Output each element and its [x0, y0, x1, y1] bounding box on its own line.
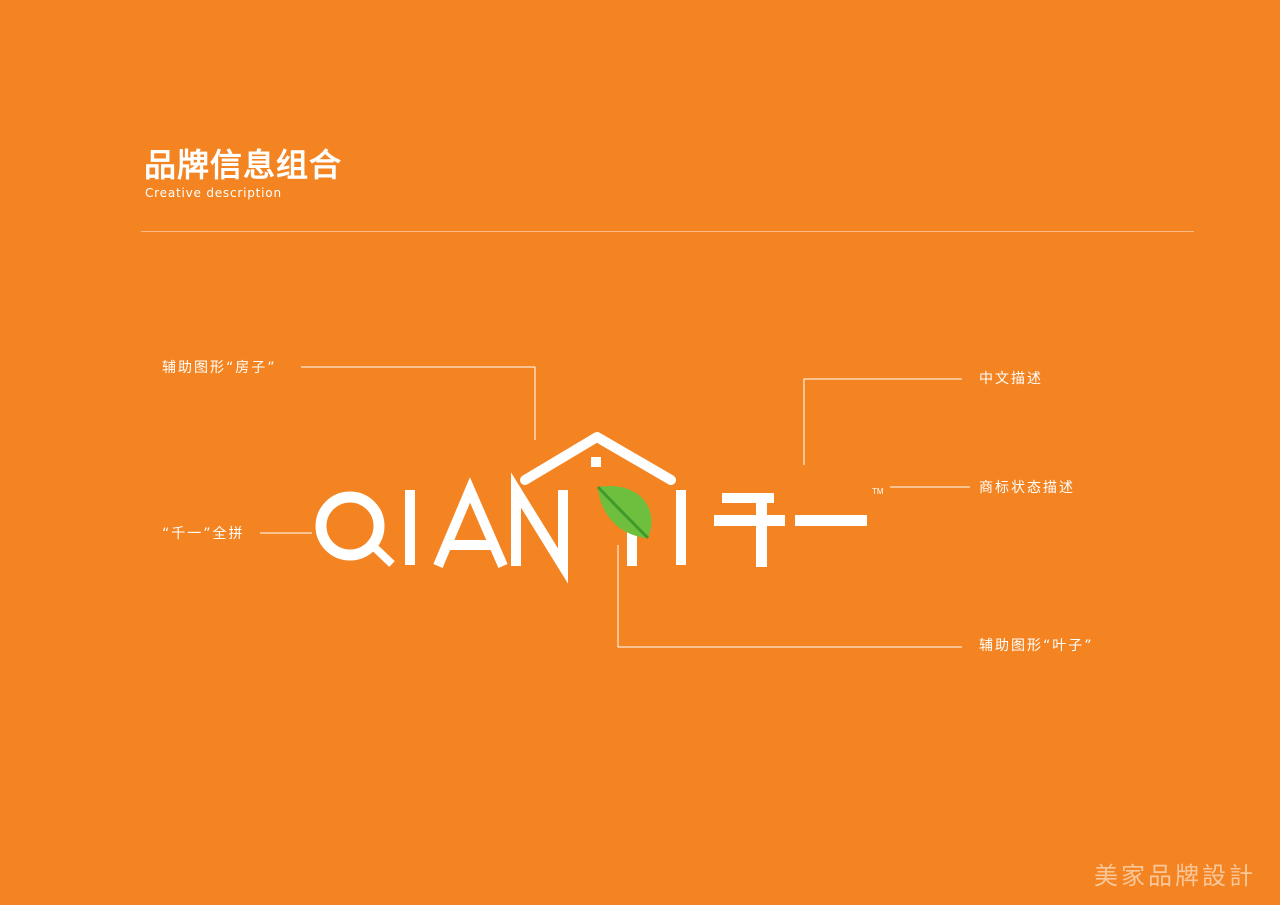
watermark: 美家品牌設計	[1094, 862, 1256, 890]
logo-letter-i	[405, 490, 415, 565]
logo-chinese-qian	[714, 493, 785, 567]
logo-letter-i-2	[676, 490, 686, 565]
logo-letter-y	[627, 510, 637, 566]
leader-line-house	[301, 366, 536, 440]
leader-line-leaf	[617, 545, 962, 648]
callout-house-label: 辅助图形“房子”	[162, 360, 277, 376]
callout-leaf-label: 辅助图形“叶子”	[979, 638, 1094, 654]
page-title: 品牌信息组合	[144, 146, 343, 184]
header-divider	[141, 231, 1194, 232]
callout-trademark-desc-label: 商标状态描述	[979, 480, 1075, 496]
logo-letter-a	[433, 477, 508, 568]
callout-pinyin-label: “千一”全拼	[162, 526, 245, 542]
logo-chinese-yi	[795, 515, 867, 526]
callout-chinese-desc-label: 中文描述	[979, 371, 1043, 387]
page-subtitle: Creative description	[145, 186, 282, 200]
logo-letter-q	[315, 491, 395, 567]
logo-letter-n	[511, 472, 568, 584]
leader-line-chinese-desc	[803, 378, 962, 465]
leaf-icon	[596, 485, 652, 540]
house-roof-icon	[520, 432, 676, 485]
trademark-symbol: TM	[872, 487, 884, 496]
